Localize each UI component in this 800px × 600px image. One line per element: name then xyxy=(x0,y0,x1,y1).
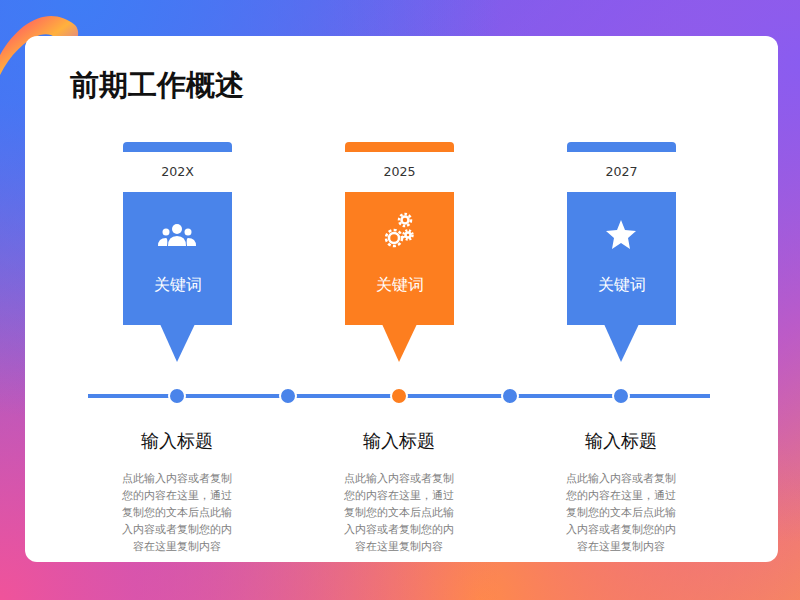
column-body: 点此输入内容或者复制您的内容在这里，通过复制您的文本后点此输入内容或者复制您的内… xyxy=(342,470,456,555)
column-body: 点此输入内容或者复制您的内容在这里，通过复制您的文本后点此输入内容或者复制您的内… xyxy=(120,470,234,555)
people-icon xyxy=(158,224,196,246)
year-callout: 2025 关键词 xyxy=(345,142,454,325)
keyword-label: 关键词 xyxy=(345,272,454,298)
callout-shapes xyxy=(123,142,676,362)
column-heading: 输入标题 xyxy=(97,428,257,454)
year-callout: 2027 关键词 xyxy=(567,142,676,325)
year-label: 2027 xyxy=(567,162,676,182)
timeline xyxy=(88,388,710,404)
column-heading: 输入标题 xyxy=(541,428,701,454)
slide-title: 前期工作概述 xyxy=(70,66,244,106)
star-icon xyxy=(606,220,636,249)
gears-icon xyxy=(386,214,413,246)
year-label: 202X xyxy=(123,162,232,182)
content-card xyxy=(25,36,778,562)
keyword-label: 关键词 xyxy=(567,272,676,298)
column-body: 点此输入内容或者复制您的内容在这里，通过复制您的文本后点此输入内容或者复制您的内… xyxy=(564,470,678,555)
year-label: 2025 xyxy=(345,162,454,182)
year-callout: 202X 关键词 xyxy=(123,142,232,325)
column-heading: 输入标题 xyxy=(319,428,479,454)
keyword-label: 关键词 xyxy=(123,272,232,298)
